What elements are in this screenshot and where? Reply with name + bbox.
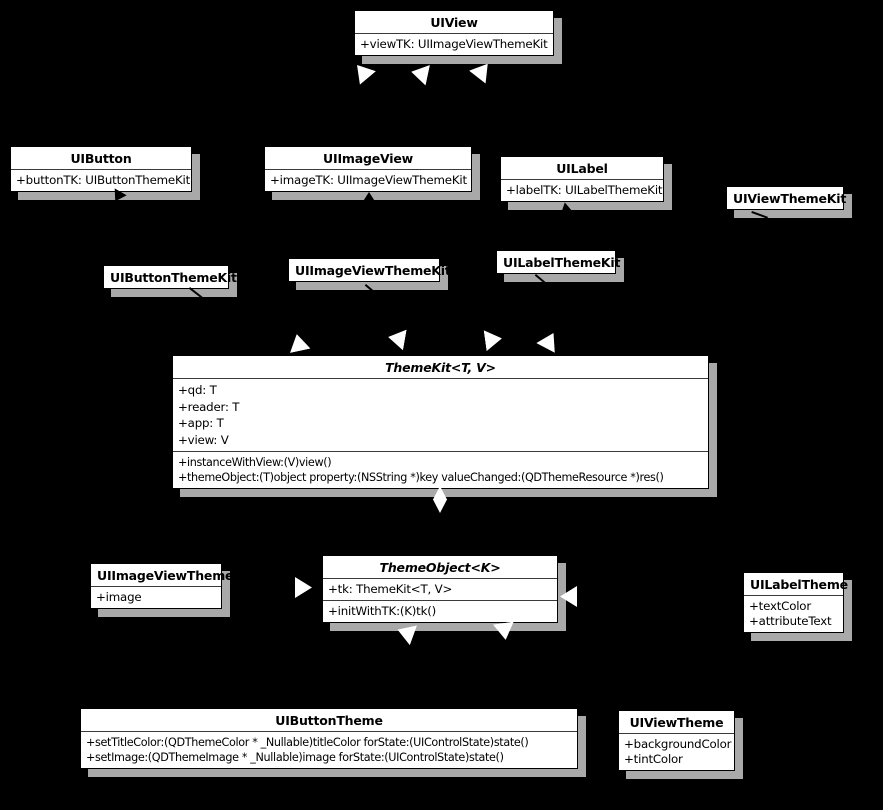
class-attribute: +imageTK: UIImageViewThemeKit	[270, 173, 467, 187]
class-title: UILabelTheme	[744, 573, 848, 596]
class-title: UIViewTheme	[619, 711, 734, 734]
class-attribute: +buttonTK: UIButtonThemeKit	[16, 173, 191, 187]
inheritance-arrowhead-icon	[394, 620, 417, 646]
association-arrowhead-icon	[509, 56, 536, 83]
class-title: UILabel	[501, 157, 663, 180]
class-title: UIButtonTheme	[81, 709, 577, 732]
class-title: ThemeKit<T, V>	[173, 356, 708, 379]
class-attribute: +backgroundColor	[624, 737, 732, 751]
class-attribute-compartment: +backgroundColor+tintColor	[619, 734, 734, 770]
inheritance-arrowhead-icon	[386, 327, 406, 351]
class-title: UILabelThemeKit	[503, 255, 621, 270]
class-title: UIViewThemeKit	[733, 191, 847, 206]
class-method-compartment: +initWithTK:(K)tk()	[323, 601, 557, 622]
connector-line-stub	[751, 211, 768, 219]
class-title: UIButton	[11, 147, 191, 170]
class-title: UIImageViewTheme	[91, 564, 234, 587]
class-method-compartment: +instanceWithView:(V)view() +themeObject:…	[173, 452, 708, 488]
class-box-uiimageviewtheme: UIImageViewTheme +image	[90, 563, 234, 609]
class-attribute-compartment: +tk: ThemeKit<T, V>	[323, 579, 557, 601]
class-box-uibutton: UIButton +buttonTK: UIButtonThemeKit	[10, 146, 192, 192]
class-box-uiview: UIView +viewTK: UIImageViewThemeKit	[354, 10, 554, 56]
inheritance-arrowhead-icon	[493, 622, 516, 642]
class-attribute-compartment: +image	[91, 587, 221, 608]
class-attribute-compartment: +buttonTK: UIButtonThemeKit	[11, 170, 191, 191]
class-title: UIImageView	[265, 147, 471, 170]
class-title: UIView	[355, 11, 553, 34]
class-box-uibuttonthemekit: UIButtonThemeKit	[103, 265, 237, 289]
class-attribute: +view: V	[178, 432, 229, 447]
class-attribute-compartment: +qd: T +reader: T +app: T +view: V	[173, 379, 708, 452]
class-method-compartment: +setTitleColor:(QDThemeColor * _Nullable…	[81, 732, 577, 768]
class-box-uilabelthemekit: UILabelThemeKit	[496, 250, 621, 274]
class-method: +themeObject:(T)object property:(NSStrin…	[178, 471, 664, 484]
inheritance-arrowhead-icon	[560, 586, 577, 607]
class-attribute: +viewTK: UIImageViewThemeKit	[360, 37, 548, 51]
class-attribute: +labelTK: UILabelThemeKit	[506, 183, 663, 197]
class-box-uilabeltheme: UILabelTheme +textColor+attributeText	[743, 572, 848, 633]
class-attribute: +qd: T	[178, 383, 217, 397]
class-box-uibuttontheme: UIButtonTheme +setTitleColor:(QDThemeCol…	[80, 708, 578, 769]
class-method: +setTitleColor:(QDThemeColor * _Nullable…	[86, 736, 529, 749]
association-arrowhead-icon	[362, 192, 376, 203]
class-attribute: +tintColor	[624, 752, 683, 766]
class-box-uiimageviewthemekit: UIImageViewThemeKit	[288, 258, 451, 282]
class-attribute: +tk: ThemeKit<T, V>	[328, 582, 453, 596]
association-arrowhead-icon	[555, 202, 575, 223]
class-method: +setImage:(QDThemeImage * _Nullable)imag…	[86, 751, 504, 764]
class-box-uiviewthemekit: UIViewThemeKit	[726, 186, 847, 210]
inheritance-arrowhead-icon	[409, 61, 430, 85]
class-attribute-compartment: +textColor+attributeText	[744, 596, 843, 632]
class-attribute-compartment: +imageTK: UIImageViewThemeKit	[265, 170, 471, 191]
inheritance-arrowhead-icon	[484, 328, 504, 351]
inheritance-arrowhead-icon	[349, 58, 376, 85]
class-box-uilabel: UILabel +labelTK: UILabelThemeKit	[500, 156, 664, 202]
inheritance-arrowhead-icon	[295, 577, 312, 598]
class-box-themekit: ThemeKit<T, V> +qd: T +reader: T +app: T +v…	[172, 355, 709, 489]
class-attribute: +app: T	[178, 416, 224, 430]
class-method: +initWithTK:(K)tk()	[328, 604, 437, 618]
inheritance-arrowhead-icon	[469, 57, 496, 83]
class-box-uiviewtheme: UIViewTheme +backgroundColor+tintColor	[618, 710, 735, 771]
class-attribute-compartment: +viewTK: UIImageViewThemeKit	[355, 34, 553, 55]
connector-line-stub	[364, 284, 379, 296]
class-title: UIImageViewThemeKit	[295, 263, 451, 278]
class-attribute: +image	[96, 590, 142, 604]
aggregation-diamond-icon	[433, 486, 447, 513]
class-title: UIButtonThemeKit	[110, 270, 237, 285]
connector-line-stub	[534, 274, 548, 286]
class-method: +instanceWithView:(V)view()	[178, 456, 332, 469]
inheritance-arrowhead-icon	[286, 332, 310, 353]
class-attribute-compartment: +labelTK: UILabelThemeKit	[501, 180, 663, 201]
class-attribute: +attributeText	[749, 614, 832, 628]
class-title: ThemeObject<K>	[323, 556, 557, 579]
class-attribute: +textColor	[749, 599, 811, 613]
class-attribute: +reader: T	[178, 399, 240, 414]
class-box-uiimageview: UIImageView +imageTK: UIImageViewThemeKi…	[264, 146, 472, 192]
class-box-themeobject: ThemeObject<K> +tk: ThemeKit<T, V> +initW…	[322, 555, 558, 623]
inheritance-arrowhead-icon	[536, 328, 563, 353]
